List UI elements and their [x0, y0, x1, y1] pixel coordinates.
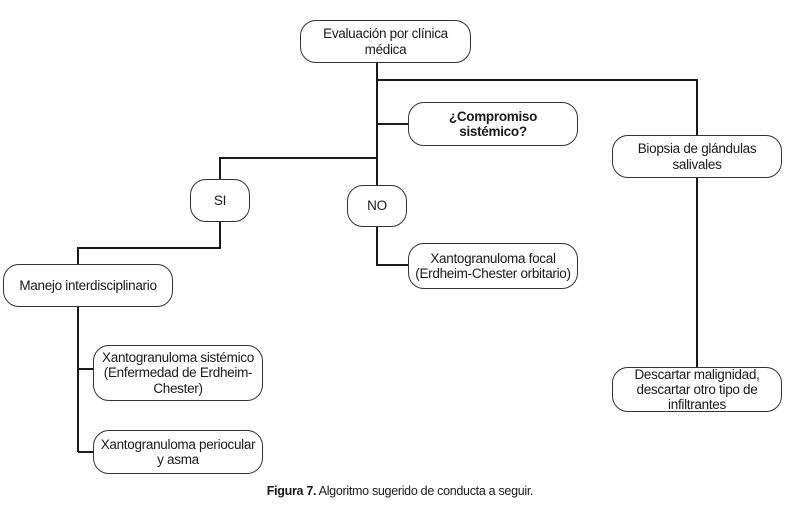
connector-to-xantofocal [376, 225, 410, 266]
figure-caption: Figura 7. Algoritmo sugerido de conducta… [0, 484, 800, 498]
node-xantoperiocular: Xantogranuloma periocular y asma [93, 430, 263, 474]
node-si: SI [190, 179, 250, 222]
node-no: NO [347, 185, 407, 227]
figure-caption-label: Figura 7. [266, 484, 317, 498]
figure-caption-text: Algoritmo sugerido de conducta a seguir. [316, 484, 534, 498]
connector-to-biopsia [377, 79, 698, 135]
connector-to-si [219, 157, 377, 179]
node-xantosistemico: Xantogranuloma sistémico (Enfermedad de … [93, 345, 263, 401]
node-biopsia: Biopsia de glándulas salivales [612, 135, 782, 178]
node-evaluacion: Evaluación por clínica médica [300, 20, 471, 63]
node-manejo: Manejo interdisciplinario [3, 264, 173, 307]
node-compromiso: ¿Compromiso sistémico? [408, 102, 578, 146]
connector-si-to-manejo [77, 222, 221, 264]
node-xantofocal: Xantogranuloma focal (Erdheim-Chester or… [408, 243, 578, 289]
node-descartar: Descartar malignidad, descartar otro tip… [612, 367, 782, 412]
